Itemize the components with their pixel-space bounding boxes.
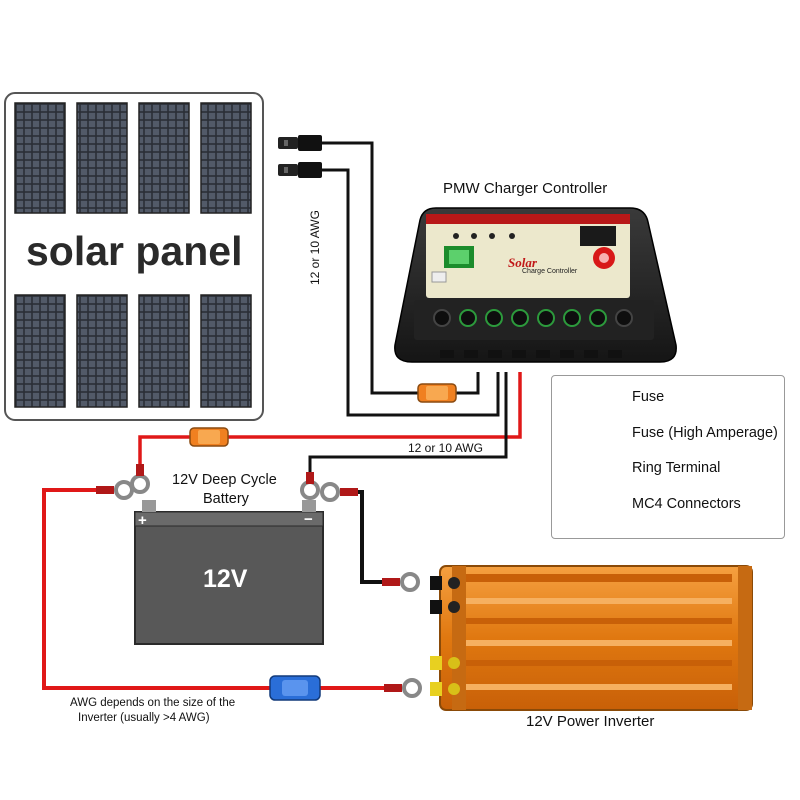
battery-wire-gauge-label: 12 or 10 AWG (408, 441, 483, 455)
battery (134, 500, 324, 645)
mc4-connector-icon (278, 135, 322, 178)
panel-negative-wire (320, 141, 480, 395)
battery-voltage: 12V (203, 565, 248, 593)
inverter-terminals (430, 576, 460, 696)
battery-title-line1: 12V Deep Cycle (172, 472, 277, 488)
ring-terminal-icon (320, 482, 358, 502)
high-amp-fuse-icon (269, 675, 321, 701)
solar-panel (4, 92, 264, 421)
legend-item-high-amp-fuse: Fuse (High Amperage) (632, 425, 778, 441)
inverter-wire-note-line1: AWG depends on the size of the (70, 697, 236, 709)
battery-plus-sign: + (138, 512, 147, 529)
ring-terminal-icon (300, 472, 320, 500)
solar-cell-modules (14, 102, 252, 408)
charge-controller (394, 207, 677, 363)
controller-terminals (433, 309, 633, 327)
inverter-label: 12V Power Inverter (526, 713, 655, 730)
controller-brand: Solar (508, 255, 537, 270)
ring-terminal-icon (382, 572, 420, 592)
ring-terminal-icon (130, 464, 150, 494)
controller-subtitle: Charge Controller (522, 268, 578, 275)
inverter-wire-note-line2: Inverter (usually >4 AWG) (78, 712, 210, 724)
ring-terminal-icon (384, 678, 422, 698)
solar-panel-label: solar panel (26, 228, 243, 274)
panel-wire-gauge-label: 12 or 10 AWG (308, 210, 322, 285)
fuse-icon (417, 383, 457, 403)
battery-minus-sign: − (304, 511, 313, 528)
legend-item-mc4-connectors: MC4 Connectors (632, 496, 741, 512)
ring-terminal-icon (96, 480, 134, 500)
controller-title: PMW Charger Controller (443, 180, 608, 197)
inverter-positive-wire (42, 488, 384, 690)
legend: Fuse Fuse (High Amperage) Ring Terminal … (551, 375, 785, 539)
battery-title-line2: Battery (203, 491, 249, 507)
battery-negative-wire (308, 372, 508, 482)
panel-positive-wire (320, 168, 500, 417)
legend-item-fuse: Fuse (632, 389, 665, 405)
legend-item-ring-terminal: Ring Terminal (632, 460, 721, 476)
fuse-icon (189, 427, 229, 447)
battery-positive-wire (138, 372, 522, 470)
inverter-negative-wire (358, 490, 382, 584)
power-inverter (430, 565, 753, 711)
